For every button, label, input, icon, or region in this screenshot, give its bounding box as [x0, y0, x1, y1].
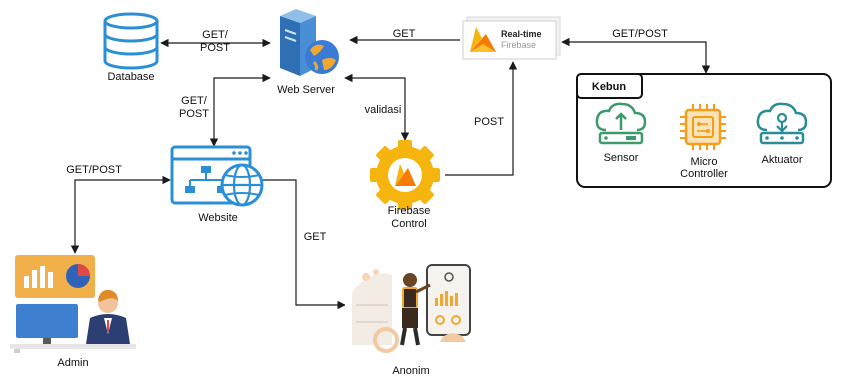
anonim-illustration	[345, 255, 488, 360]
website-icon	[170, 145, 264, 207]
label-db-server-1: GET/	[202, 29, 229, 41]
edge-webserver-firebasecontrol	[344, 73, 410, 141]
website-node: Website	[170, 145, 264, 224]
aktuator-icon	[756, 102, 808, 145]
edge-website-anonim	[262, 179, 346, 310]
label-website-anonim: GET	[304, 231, 327, 243]
anonim-node: Anonim	[345, 255, 488, 376]
kebun-tab	[576, 73, 643, 99]
label-db-server-2: POST	[200, 42, 230, 54]
edge-realtime-kebun	[561, 37, 711, 74]
microcontroller-label-1: Micro	[691, 156, 718, 168]
firebase-control-node: Firebase Control	[370, 140, 440, 230]
label-validasi: validasi	[365, 104, 402, 116]
realtime-card	[462, 20, 557, 60]
microcontroller-icon	[680, 104, 726, 150]
database-label: Database	[107, 71, 154, 83]
monitor-icon	[16, 304, 78, 338]
person-icon	[403, 273, 417, 287]
website-label: Website	[198, 212, 238, 224]
edge-labels: GET/ POST GET GET/POST GET/ POST validas…	[66, 28, 668, 243]
webserver-label: Web Server	[277, 84, 335, 96]
realtime-title: Real-time	[501, 29, 542, 39]
realtime-firebase-node: Real-time Firebase	[462, 16, 561, 60]
edge-webserver-website	[209, 73, 271, 147]
label-realtime-kebun: GET/POST	[612, 28, 668, 40]
firebase-flame-icon	[470, 27, 496, 52]
microcontroller-label-2: Controller	[680, 168, 728, 180]
sensor-label: Sensor	[604, 152, 639, 164]
sensor-icon	[595, 102, 647, 145]
admin-label: Admin	[57, 357, 88, 369]
realtime-subtitle: Firebase	[501, 40, 536, 50]
edge-firebasecontrol-realtime	[445, 61, 518, 176]
edge-admin-website	[70, 175, 171, 254]
admin-node: Admin	[10, 255, 136, 369]
anonim-label: Anonim	[392, 365, 429, 376]
kebun-group: Kebun Sensor	[576, 73, 832, 188]
edges	[70, 35, 711, 310]
label-admin-website: GET/POST	[66, 164, 122, 176]
firebase-control-label-1: Firebase	[388, 205, 431, 217]
database-node: Database	[103, 12, 159, 83]
admin-illustration	[10, 255, 136, 353]
aktuator-label: Aktuator	[762, 154, 803, 166]
webserver-node: Web Server	[277, 9, 339, 96]
label-post: POST	[474, 116, 504, 128]
shelf-icon	[352, 273, 392, 345]
firebase-control-label-2: Control	[391, 218, 426, 230]
tablet-icon	[426, 264, 471, 336]
server-icon	[280, 9, 339, 76]
label-server-website-2: POST	[179, 108, 209, 120]
database-icon	[103, 12, 159, 70]
kebun-title: Kebun	[592, 81, 627, 93]
firebase-gear-icon	[370, 140, 440, 210]
label-server-website-1: GET/	[181, 95, 208, 107]
label-server-realtime: GET	[393, 28, 416, 40]
